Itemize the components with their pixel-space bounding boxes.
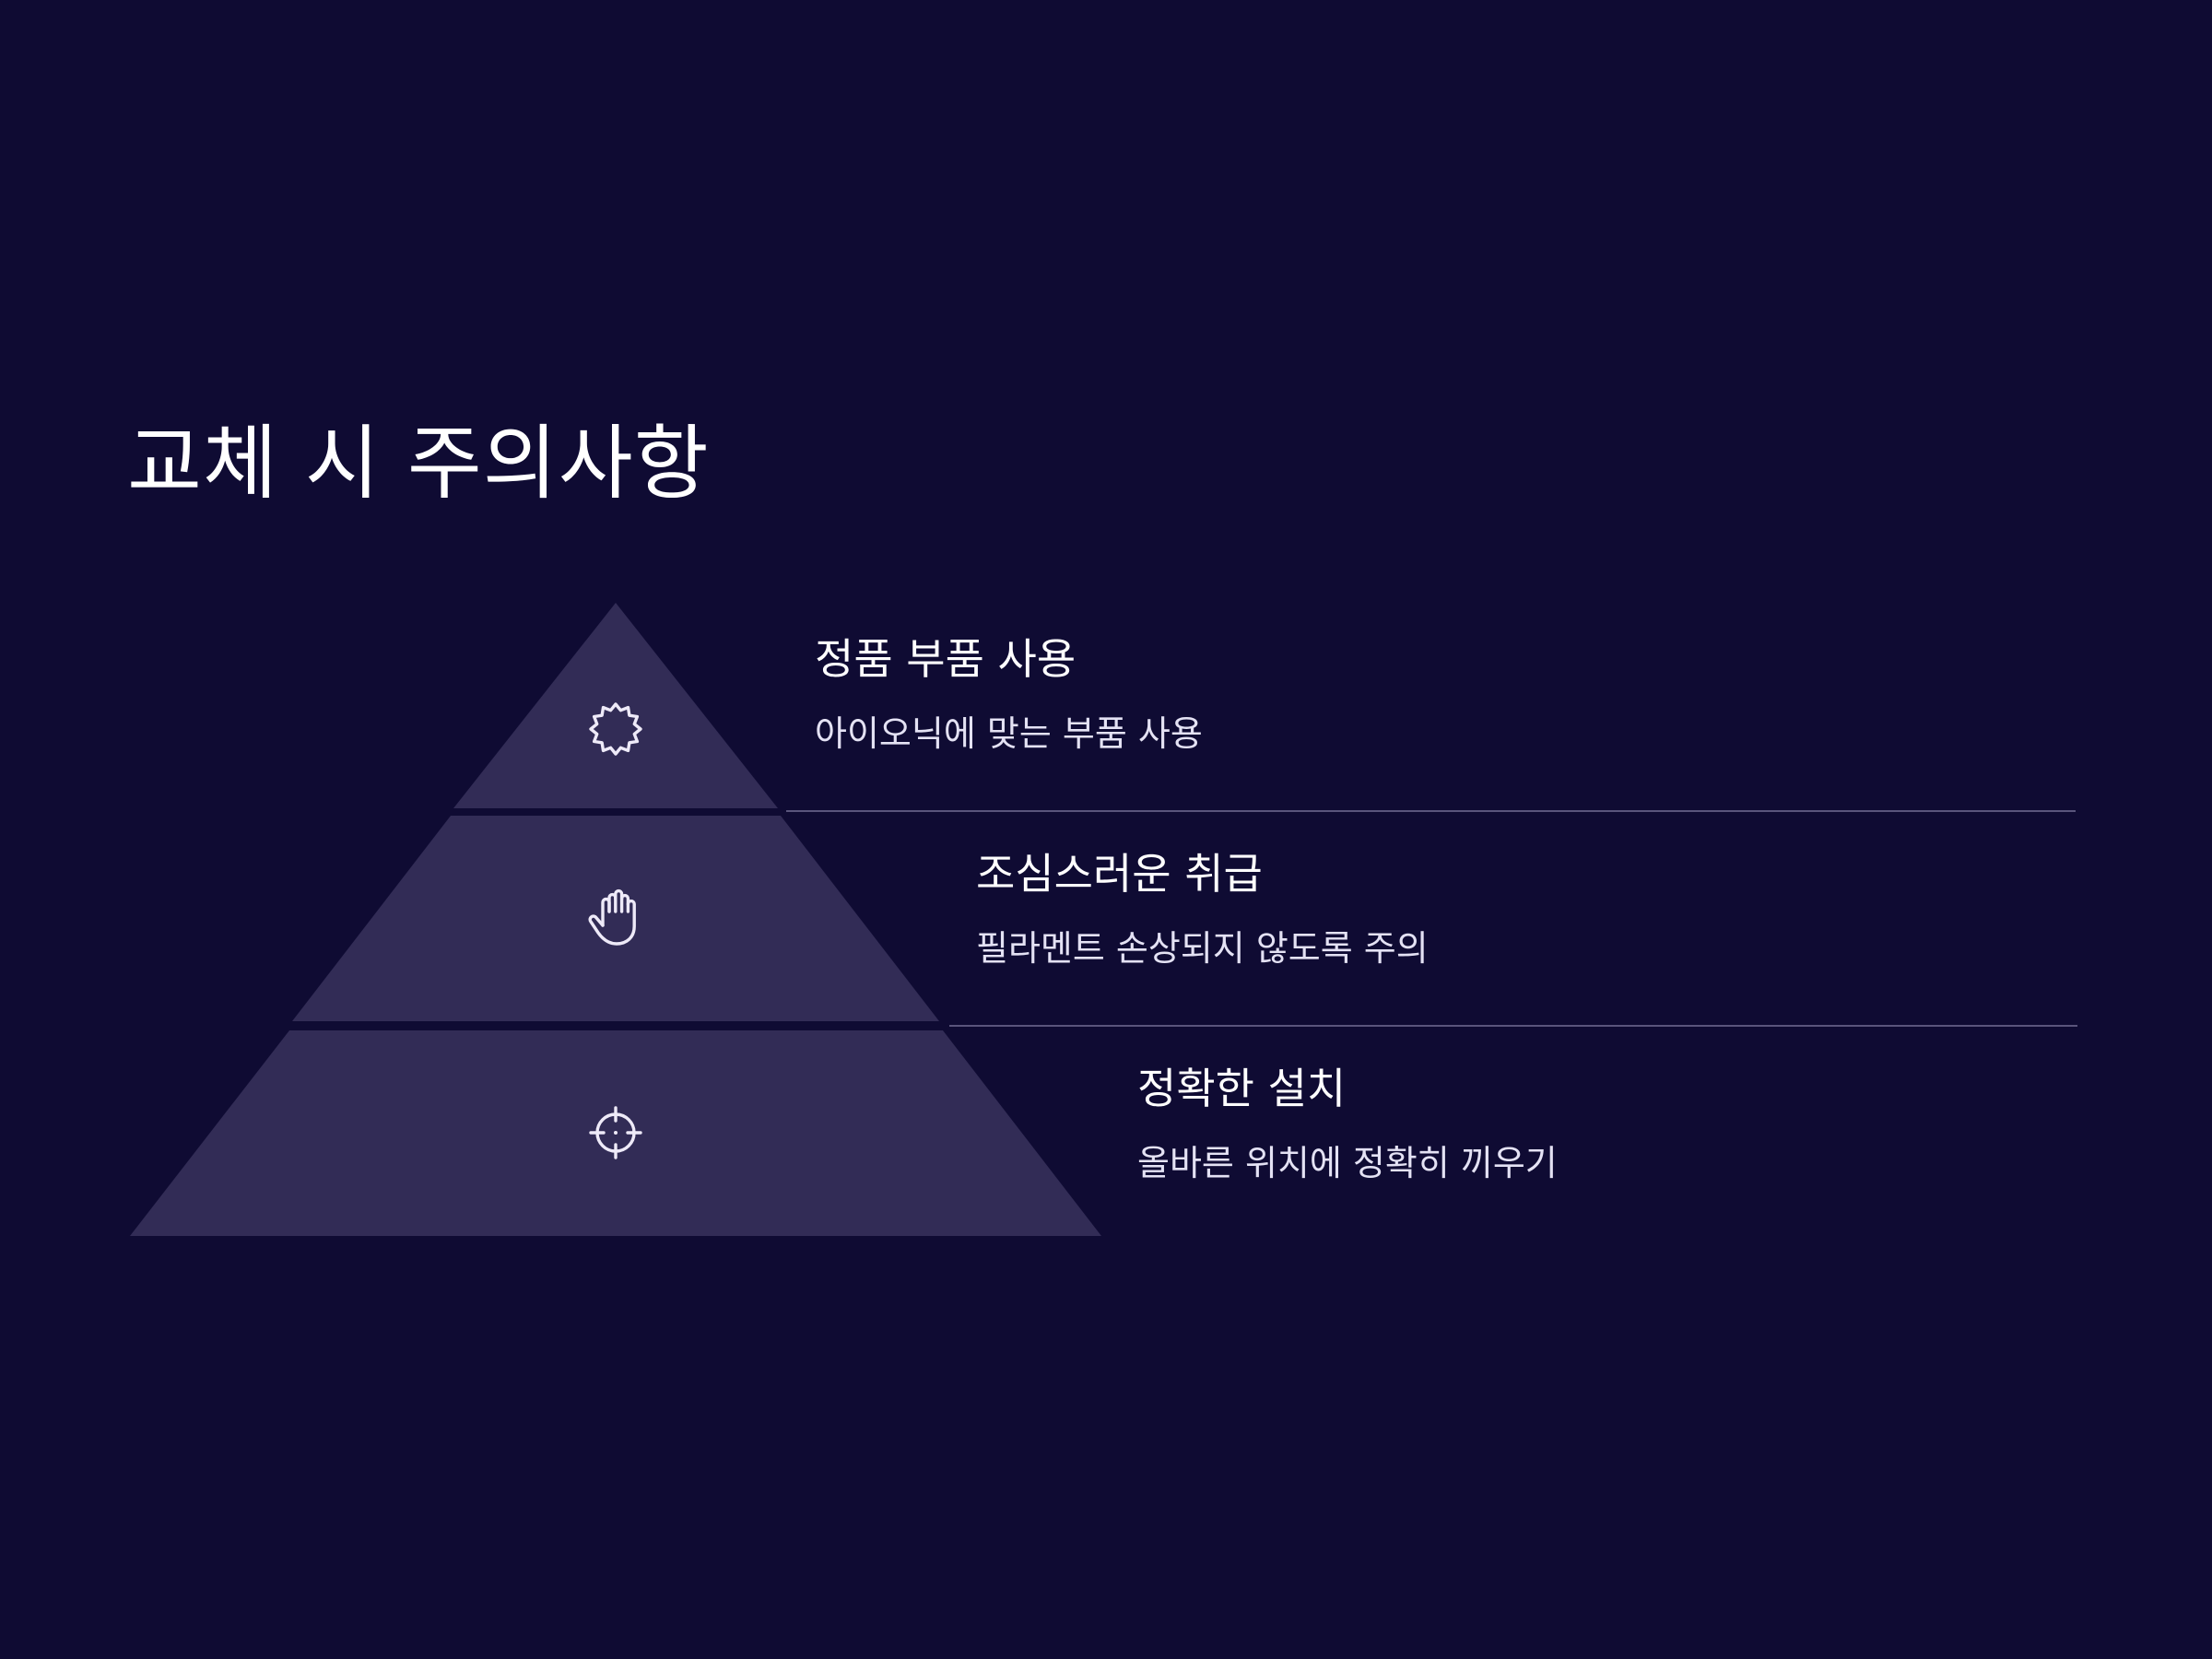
level-2-title: 조심스러운 취급 — [976, 849, 1263, 899]
crosshair-icon — [589, 1106, 642, 1159]
level-1-title: 정품 부품 사용 — [815, 634, 1077, 684]
badge-icon — [589, 702, 642, 756]
level-3-description: 올바른 위치에 정확히 끼우기 — [1137, 1143, 1558, 1183]
level-1-description: 아이오닉에 맞는 부품 사용 — [815, 713, 1203, 754]
level-2-description: 필라멘트 손상되지 않도록 주의 — [976, 928, 1429, 969]
level-3-title: 정확한 설치 — [1137, 1064, 1347, 1113]
pyramid-tier-middle — [292, 816, 939, 1021]
hand-icon — [588, 888, 636, 946]
slide-title: 교체 시 주의사항 — [127, 416, 710, 511]
